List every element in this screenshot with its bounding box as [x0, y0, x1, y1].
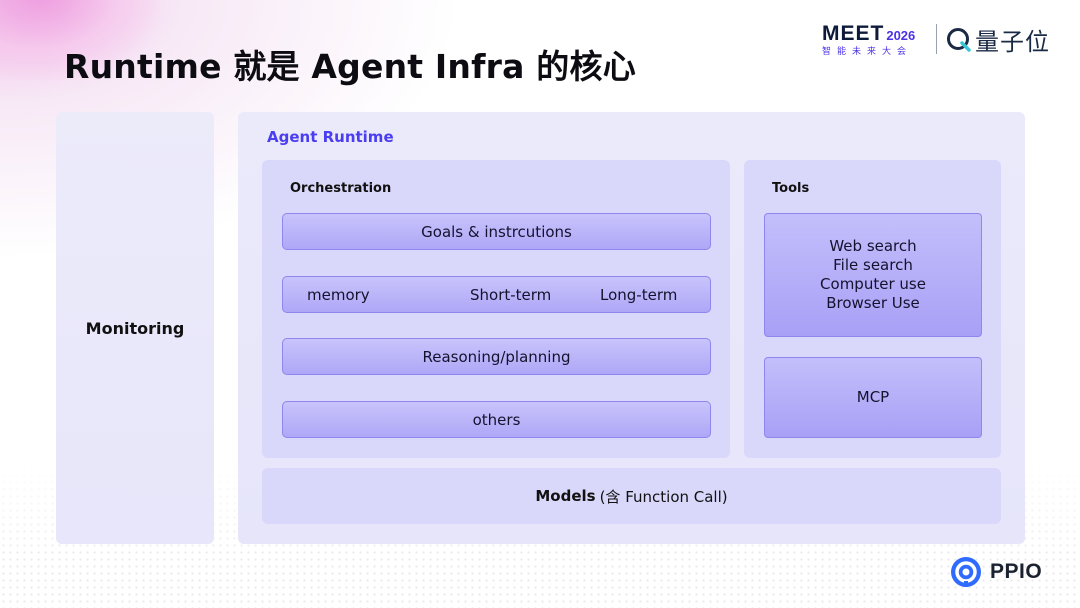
- ppio-logo-text: PPIO: [990, 560, 1043, 583]
- others-label: others: [472, 410, 521, 429]
- models-note: (含 Function Call): [599, 487, 728, 506]
- monitoring-label: Monitoring: [85, 318, 185, 338]
- tool-item: Browser Use: [826, 294, 920, 312]
- meet-logo-subtitle: 智能未来大会: [822, 47, 913, 57]
- meet-logo-text: MEET: [822, 22, 885, 45]
- search-tools-box: Web search File search Computer use Brow…: [764, 213, 982, 337]
- qbitai-logo: 量子位: [946, 22, 1050, 57]
- meet-logo-year: 2026: [886, 28, 916, 43]
- qbitai-q-icon: [947, 27, 971, 52]
- monitoring-panel: Monitoring: [56, 112, 214, 544]
- decorative-gradient: [0, 0, 160, 80]
- tool-item: File search: [833, 256, 913, 274]
- goals-box: Goals & instrcutions: [282, 213, 711, 250]
- others-box: others: [282, 401, 711, 438]
- reasoning-label: Reasoning/planning: [422, 347, 571, 366]
- agent-runtime-label: Agent Runtime: [267, 128, 394, 146]
- orchestration-label: Orchestration: [290, 181, 392, 196]
- tool-item: Computer use: [820, 275, 926, 293]
- short-term-label: Short-term: [470, 285, 552, 304]
- page-title: Runtime 就是 Agent Infra 的核心: [64, 47, 636, 86]
- memory-box: memory Short-term Long-term: [282, 276, 711, 313]
- models-panel: Models (含 Function Call): [262, 468, 1001, 524]
- ppio-logo: PPIO: [950, 556, 1042, 588]
- logo-divider: [936, 24, 937, 54]
- reasoning-box: Reasoning/planning: [282, 338, 711, 375]
- long-term-label: Long-term: [600, 285, 678, 304]
- tool-item: Web search: [829, 237, 917, 255]
- goals-label: Goals & instrcutions: [421, 222, 572, 241]
- tools-label: Tools: [772, 181, 810, 196]
- memory-label: memory: [307, 285, 370, 304]
- mcp-box: MCP: [764, 357, 982, 438]
- mcp-label: MCP: [856, 388, 890, 406]
- models-label: Models: [535, 487, 596, 505]
- ppio-logo-icon: [951, 557, 981, 587]
- qbitai-logo-text: 量子位: [975, 28, 1050, 56]
